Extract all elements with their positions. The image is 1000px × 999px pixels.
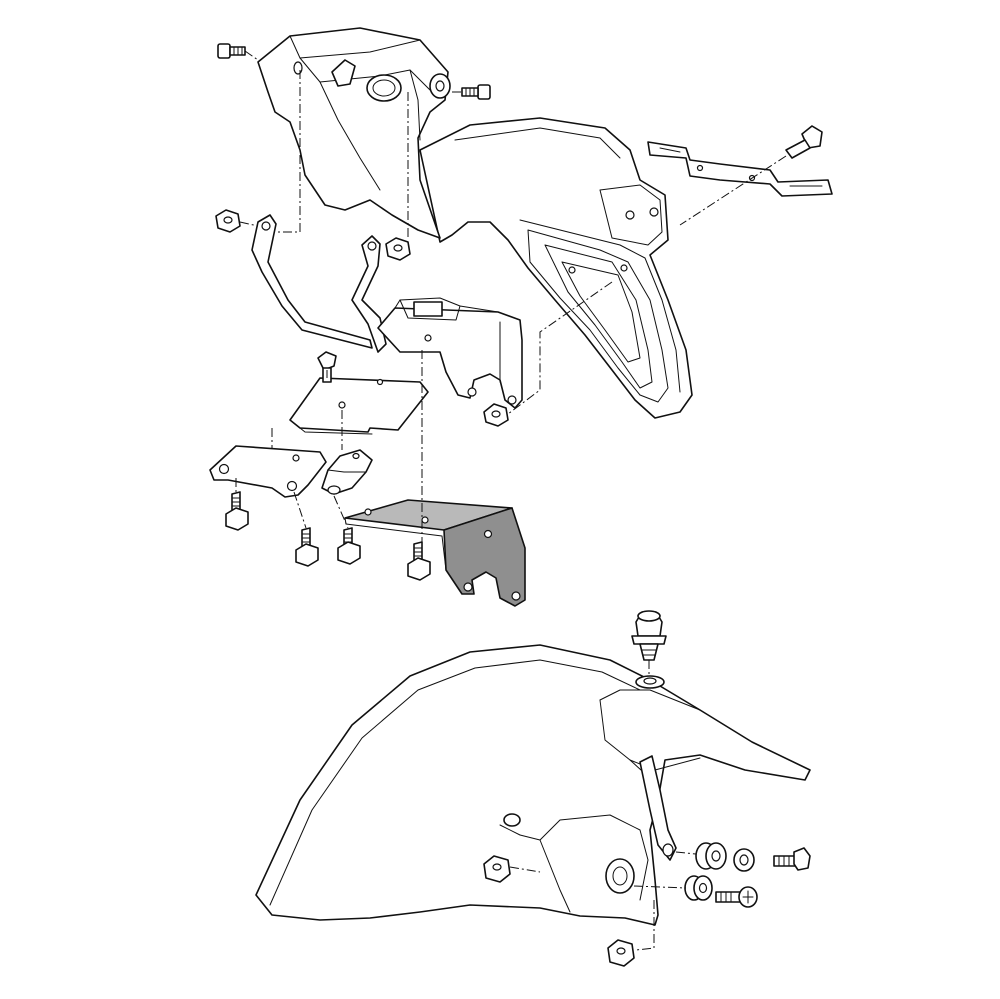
nut-left <box>215 209 241 233</box>
assembly-lines-rear <box>235 50 787 544</box>
collar-upper <box>733 848 755 872</box>
screw-lower <box>715 886 758 908</box>
upper-plate <box>289 377 429 435</box>
upper-tail-cowl <box>257 27 451 239</box>
rear-fender-mudguard <box>419 117 693 419</box>
nut-fender-bottom <box>607 939 635 967</box>
front-fender-body <box>255 644 811 926</box>
left-mounting-stay <box>251 214 373 349</box>
left-plate <box>209 445 327 498</box>
bolt-highlighted-bracket <box>407 541 431 581</box>
fender-stay-bracket <box>639 755 677 861</box>
highlighted-bracket <box>344 499 526 607</box>
assembly-lines-front <box>509 660 697 951</box>
rubber-damper <box>321 449 373 495</box>
bolt-damper <box>337 527 361 565</box>
grommet-lower <box>684 875 713 901</box>
nut-lower <box>483 403 509 427</box>
bolt-left-plate <box>225 491 249 531</box>
bolt-plate-center <box>295 527 319 567</box>
nut-fender-left <box>483 855 511 883</box>
lower-bracket <box>377 297 523 409</box>
bolt-upper-plate <box>317 351 337 383</box>
license-plate-bracket <box>647 141 833 197</box>
front-fender <box>255 610 811 967</box>
bolt-top-right <box>461 84 491 100</box>
right-mounting-stay <box>351 235 387 353</box>
push-clip <box>631 610 667 661</box>
bolt-plate-bracket <box>785 125 823 159</box>
grommet-upper <box>695 842 727 870</box>
rear-tail-section <box>209 27 833 607</box>
bolt-top-left <box>217 43 246 59</box>
nut-center <box>385 237 411 261</box>
bolt-upper <box>773 847 811 871</box>
